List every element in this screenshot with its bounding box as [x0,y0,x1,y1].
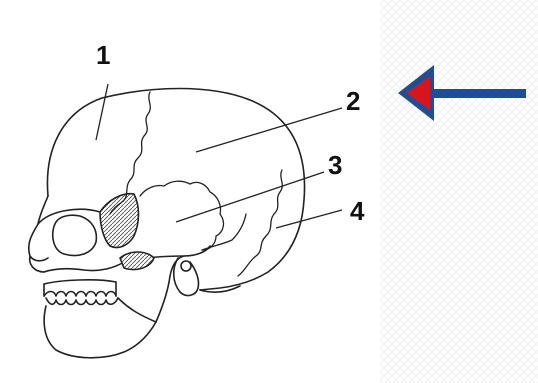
lambdoid-suture [238,170,282,276]
cheek-hatch [120,252,154,270]
label-1: 1 [96,40,110,70]
lower-teeth [46,298,118,305]
pointer-arrow-icon [398,65,526,121]
label-3: 3 [328,150,342,180]
cranium-outline [47,89,304,291]
arrow-shaft [420,89,526,98]
label-2: 2 [346,86,360,116]
temporal-lower-suture [202,214,246,250]
sphenoid-region [100,194,139,248]
mastoid [174,258,199,295]
ear-canal [181,261,191,271]
nasal-area [29,224,48,272]
upper-teeth [44,292,116,297]
orbit [53,215,97,255]
skull-illustration [29,89,305,358]
leader-line-1 [96,84,108,140]
mandible [44,256,184,358]
label-4: 4 [350,196,365,226]
squamous-suture [140,181,223,250]
leader-line-2 [196,108,342,152]
leader-line-4 [276,210,342,228]
maxilla [44,262,124,272]
